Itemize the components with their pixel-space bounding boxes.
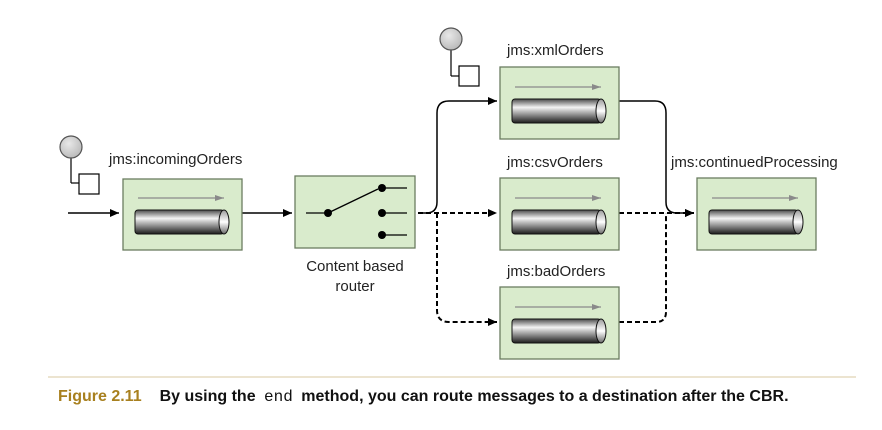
csv-orders-label: jms:csvOrders: [506, 154, 603, 171]
caption-text-after: method, you can route messages to a dest…: [297, 388, 789, 405]
bad-orders-label: jms:badOrders: [506, 263, 605, 280]
content-router-label-line1: Content based: [306, 258, 404, 275]
content-router-box: [294, 175, 416, 249]
router-to-xml-arrow: [418, 97, 497, 214]
figure-number: Figure 2.11: [58, 388, 142, 405]
incoming-endpoint-icon: [59, 135, 100, 195]
incoming-orders-node: jms:incomingOrders: [108, 151, 243, 251]
xml-endpoint-icon: [439, 27, 480, 87]
continued-processing-label: jms:continuedProcessing: [670, 154, 838, 171]
message-channel-icon: [511, 98, 607, 124]
continued-processing-node: jms:continuedProcessing: [670, 154, 838, 251]
router-to-bad-arrow: [436, 213, 497, 326]
caption-code: end: [264, 388, 293, 406]
bad-to-continued-arrow: [619, 213, 667, 323]
csv-orders-node: jms:csvOrders: [499, 154, 620, 251]
xml-to-continued-arrow: [619, 100, 694, 217]
message-channel-icon: [511, 209, 607, 235]
message-channel-icon: [134, 209, 230, 235]
incoming-orders-label: jms:incomingOrders: [108, 151, 242, 168]
message-channel-icon: [511, 318, 607, 344]
content-router-node: Content based router: [294, 175, 416, 295]
content-router-label-line2: router: [335, 278, 374, 295]
content-router-icon: [306, 184, 407, 239]
message-channel-icon: [708, 209, 804, 235]
bad-orders-node: jms:badOrders: [499, 263, 620, 360]
figure-caption: Figure 2.11 By using the end method, you…: [58, 388, 789, 406]
xml-orders-node: jms:xmlOrders: [499, 42, 620, 140]
caption-text-before: By using the: [160, 388, 260, 405]
connections: [68, 97, 694, 326]
xml-orders-label: jms:xmlOrders: [506, 42, 604, 59]
